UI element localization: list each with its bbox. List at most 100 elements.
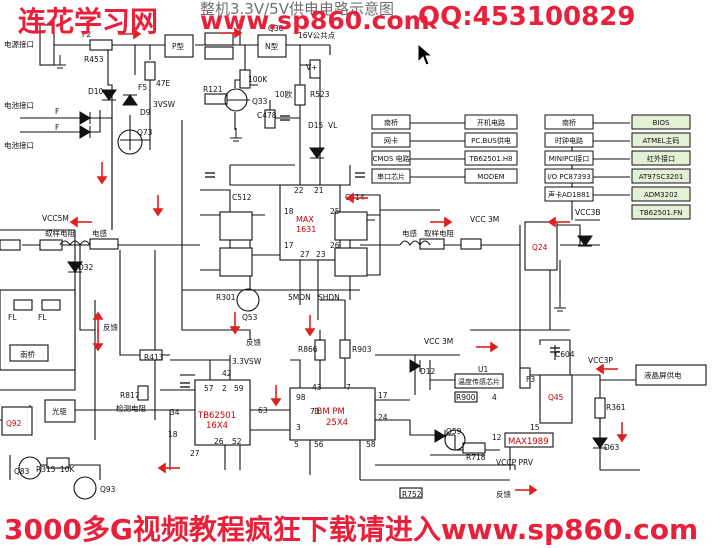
r100k-label: 100K bbox=[248, 75, 268, 84]
peripheral-block bbox=[631, 186, 691, 202]
vplus-label: V+ bbox=[306, 63, 317, 72]
peripheral-block bbox=[631, 168, 691, 184]
feedback-label: 反馈 bbox=[103, 322, 118, 332]
vcc3m-label: VCC 3M bbox=[470, 215, 499, 224]
peripheral-block bbox=[544, 186, 594, 202]
battery-port-label: 电池接口 bbox=[4, 100, 34, 110]
vcc3b-label: VCC3B bbox=[575, 208, 601, 217]
d9-label: D9 bbox=[140, 108, 151, 117]
peripheral-block-label: MINIPCI接口 bbox=[549, 154, 590, 163]
d32-label: D32 bbox=[78, 263, 94, 272]
watermark-site-name: 连花学习网 bbox=[18, 5, 159, 38]
detect-resistor-label: 检测电阻 bbox=[116, 403, 146, 413]
smon-label: 5MON bbox=[288, 293, 311, 302]
pin-label: 17 bbox=[284, 241, 294, 250]
pin-label: 12 bbox=[492, 433, 502, 442]
peripheral-block-label: CMOS 电路 bbox=[372, 154, 409, 163]
pin-label: 22 bbox=[294, 186, 304, 195]
diodes bbox=[67, 89, 608, 449]
tb62501-label: TB62501 bbox=[197, 411, 236, 421]
peripheral-block bbox=[464, 150, 518, 166]
q59-label: Q59 bbox=[446, 427, 462, 436]
r47e-label: 47E bbox=[156, 79, 171, 88]
peripheral-block-label: 串口芯片 bbox=[377, 172, 405, 181]
q93-label: Q93 bbox=[100, 485, 116, 494]
peripheral-block bbox=[464, 132, 518, 148]
peripheral-block-label: 时钟电路 bbox=[555, 136, 583, 145]
pin-label: 15 bbox=[530, 423, 540, 432]
pin-label: 2 bbox=[222, 384, 227, 393]
c604-label: C604 bbox=[555, 350, 575, 359]
pin-label: 17 bbox=[378, 391, 388, 400]
pin-label: 26 bbox=[214, 437, 224, 446]
vl-label: VL bbox=[328, 121, 338, 130]
peripheral-block-label: MODEM bbox=[477, 173, 504, 181]
peripheral-block-label: 南桥 bbox=[562, 118, 576, 127]
r10e-label: 10欧 bbox=[275, 89, 293, 99]
power-jack bbox=[39, 24, 55, 66]
tb62501-label: 16X4 bbox=[206, 421, 228, 431]
battery-port-label: 电池接口 bbox=[4, 140, 34, 150]
peripheral-block bbox=[371, 168, 411, 184]
peripheral-block-label: I/O PC87393 bbox=[547, 173, 591, 181]
wires bbox=[0, 20, 640, 481]
r453-label: R453 bbox=[84, 55, 104, 64]
peripheral-block bbox=[631, 114, 691, 130]
inductor-label: 电感 bbox=[402, 228, 417, 238]
shdn-label: SHDN bbox=[318, 293, 340, 302]
r10k-label: 10K bbox=[60, 465, 76, 474]
components bbox=[0, 24, 707, 499]
mouse-cursor-icon bbox=[417, 43, 433, 66]
r315-label: R315 bbox=[36, 465, 56, 474]
peripheral-block-label: ADM3202 bbox=[644, 191, 678, 199]
n-mosfet bbox=[257, 34, 287, 58]
pin-label: 4 bbox=[492, 393, 497, 402]
peripheral-block bbox=[464, 168, 518, 184]
pin-label: 27 bbox=[300, 250, 310, 259]
lcd-power-box bbox=[635, 364, 707, 386]
feedback-label: 反馈 bbox=[496, 489, 511, 499]
q45-label: Q45 bbox=[548, 393, 564, 402]
ibm-pm-label: IBM PM bbox=[314, 407, 345, 417]
peripheral-block bbox=[631, 150, 691, 166]
r900-label: R900 bbox=[456, 393, 476, 402]
pin-label: 43 bbox=[312, 383, 322, 392]
vcc3p-label: VCC3P bbox=[588, 356, 613, 365]
d15-label: D15 bbox=[308, 121, 324, 130]
q24-label: Q24 bbox=[532, 243, 548, 252]
inductors bbox=[59, 240, 431, 247]
labels: 电源接口 电池接口 电池接口 F F F2 R453 D10 F5 47E D9… bbox=[4, 24, 682, 499]
watermark-qq: QQ:453100829 bbox=[418, 2, 636, 32]
q45-mosfet bbox=[539, 374, 573, 424]
pin-label: 56 bbox=[314, 440, 324, 449]
fuse-label: F bbox=[55, 107, 59, 116]
q83-label: Q83 bbox=[14, 467, 30, 476]
pin-label: 24 bbox=[378, 413, 388, 422]
watermark-url: www.sp860.com bbox=[200, 6, 430, 35]
pin-label: 52 bbox=[232, 437, 242, 446]
3.3vsw-label: 3.3VSW bbox=[232, 357, 262, 366]
peripheral-block bbox=[544, 150, 594, 166]
fl-label: FL bbox=[38, 313, 47, 322]
peripheral-block bbox=[631, 204, 691, 220]
pin-label: 98 bbox=[296, 393, 306, 402]
pin-label: 7 bbox=[346, 383, 351, 392]
peripheral-block-label: 网卡 bbox=[384, 136, 398, 145]
pin-label: 27 bbox=[190, 449, 200, 458]
pin-label: 21 bbox=[314, 186, 324, 195]
vccp-prv-label: VCCP PRV bbox=[496, 458, 534, 467]
3vsw-label: 3VSW bbox=[153, 100, 176, 109]
temp-chip-label: 温度传感芯片 bbox=[458, 377, 500, 386]
d10-label: D10 bbox=[88, 87, 104, 96]
q33-label: Q33 bbox=[252, 97, 268, 106]
pin-label: 26 bbox=[330, 241, 340, 250]
peripheral-block bbox=[544, 132, 594, 148]
vcc3m-label: VCC 3M bbox=[424, 337, 453, 346]
pin-label: 57 bbox=[204, 384, 214, 393]
peripheral-block-label: PC.BUS供电 bbox=[471, 136, 511, 145]
fuse-label: F bbox=[55, 123, 59, 132]
r903-label: R903 bbox=[352, 345, 372, 354]
pin-label: 59 bbox=[234, 384, 244, 393]
n-type-label: N型 bbox=[265, 42, 279, 51]
